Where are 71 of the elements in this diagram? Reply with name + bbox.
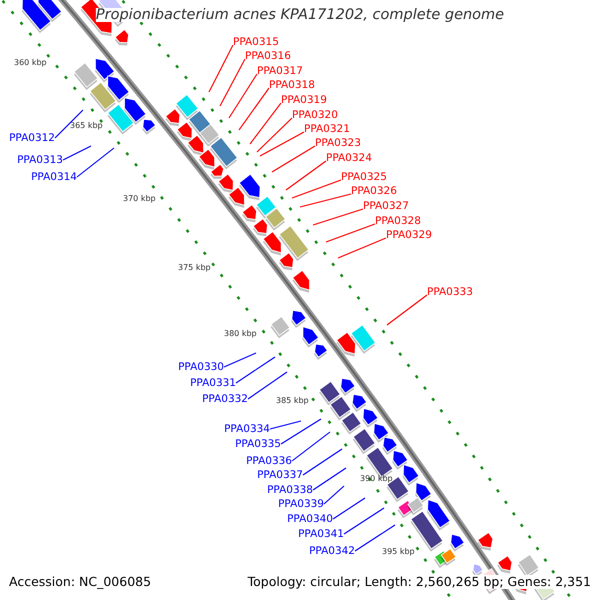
leader-line [292, 432, 330, 462]
gene-label: PPA0329 [386, 228, 432, 242]
leader-line [76, 148, 114, 178]
gene-label: PPA0325 [341, 170, 387, 184]
gene-label: PPA0327 [363, 199, 409, 213]
leader-line [292, 179, 342, 199]
leader-line [248, 372, 288, 400]
leader-line [62, 146, 92, 160]
leader-line [256, 118, 292, 152]
gene-label: PPA0330 [178, 360, 224, 374]
gene-label: PPA0341 [298, 527, 344, 541]
gene-label: PPA0321 [304, 122, 350, 136]
gene-label: PPA0339 [278, 497, 324, 511]
leader-line [208, 44, 234, 92]
gene-label: PPA0336 [246, 454, 292, 468]
leader-line [250, 102, 282, 144]
leader-line [332, 498, 366, 520]
gene-label: PPA0313 [17, 153, 63, 167]
gene-label: PPA0319 [281, 93, 327, 107]
genome-info-text: Topology: circular; Length: 2,560,265 bp; Genes: 2,351 [248, 575, 591, 589]
gene-label: PPA0318 [269, 78, 315, 92]
leader-line [54, 110, 84, 138]
leader-line [286, 160, 326, 190]
leader-line [220, 58, 246, 106]
leader-line [354, 524, 396, 552]
leader-line [324, 486, 344, 504]
scale-label: 360 kbp [14, 58, 46, 68]
gene-label: PPA0312 [9, 131, 55, 145]
leader-line [344, 508, 384, 534]
leader-line [224, 352, 256, 368]
gene-label: PPA0333 [427, 285, 473, 299]
leader-line [228, 74, 258, 118]
leader-line [312, 208, 364, 226]
scale-label: 375 kbp [178, 263, 210, 273]
gene-label: PPA0331 [190, 376, 236, 390]
scale-label: 370 kbp [123, 194, 155, 204]
gene-label: PPA0326 [351, 184, 397, 198]
leader-line [338, 238, 386, 258]
gene-label: PPA0328 [375, 214, 421, 228]
scale-label: 385 kbp [276, 396, 308, 406]
scale-label: 390 kbp [360, 474, 392, 484]
scale-label: 395 kbp [382, 547, 414, 557]
gene-label: PPA0315 [233, 35, 279, 49]
leader-line [302, 448, 342, 476]
leader-line [270, 420, 302, 430]
gene-label: PPA0334 [224, 422, 270, 436]
gene-label: PPA0323 [315, 136, 361, 150]
scale-label: 380 kbp [224, 329, 256, 339]
leader-line [326, 223, 376, 243]
leader-line [386, 294, 428, 326]
gene-label: PPA0320 [292, 108, 338, 122]
gene-label: PPA0342 [309, 544, 355, 558]
leader-line [236, 356, 276, 384]
leader-line [312, 468, 346, 490]
leader-line [272, 146, 316, 172]
scale-label: 365 kbp [70, 121, 102, 131]
title: Propionibacterium acnes KPA171202, complete genome [96, 8, 504, 22]
gene-label: PPA0316 [245, 49, 291, 63]
leader-line [280, 418, 322, 444]
genome-info-text: Accession: NC_006085 [9, 575, 152, 589]
leader-line [238, 88, 270, 130]
gene-label: PPA0335 [235, 437, 281, 451]
leader-line [300, 193, 352, 208]
gene-label: PPA0338 [267, 483, 313, 497]
leader-line [260, 132, 304, 156]
gene-label: PPA0314 [31, 170, 77, 184]
gene-label: PPA0340 [287, 512, 333, 526]
gene-label: PPA0332 [202, 392, 248, 406]
gene-label: PPA0324 [326, 151, 372, 165]
gene-label: PPA0337 [257, 468, 303, 482]
gene-label: PPA0317 [257, 64, 303, 78]
